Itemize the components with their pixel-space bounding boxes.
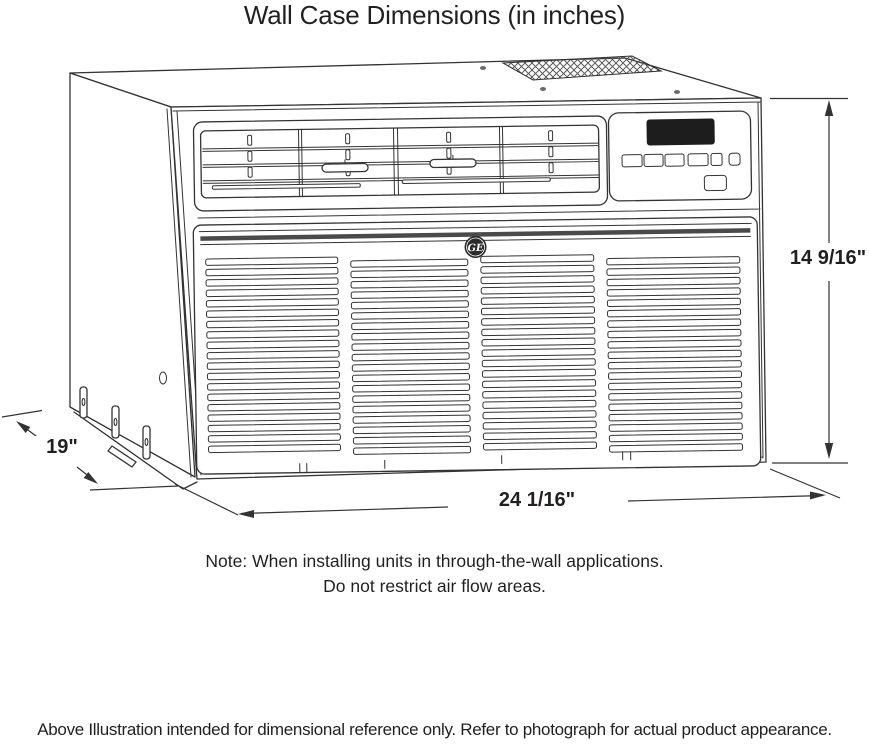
ge-logo-icon: GE — [464, 236, 487, 259]
control-panel — [607, 110, 753, 202]
side-panel — [69, 72, 196, 478]
height-dimension-label: 14 9/16" — [782, 247, 869, 270]
control-buttons — [621, 152, 741, 192]
installation-note: Note: When installing units in through-t… — [0, 549, 869, 598]
dimension-annotations — [1, 97, 848, 518]
louver-tabs — [247, 130, 554, 178]
louver-handles — [211, 154, 551, 190]
top-vent-grille — [501, 55, 663, 81]
grille-slats — [205, 254, 744, 455]
discharge-louver — [192, 115, 609, 212]
ac-unit-drawing: GE — [69, 55, 767, 490]
depth-dimension-label: 19" — [30, 436, 94, 459]
screw-icons — [480, 66, 680, 94]
width-dimension-line — [240, 494, 824, 515]
width-dimension-label: 24 1/16" — [457, 489, 617, 512]
footer-disclaimer: Above Illustration intended for dimensio… — [37, 720, 832, 739]
front-grille: GE — [192, 216, 762, 475]
svg-text:GE: GE — [467, 243, 484, 254]
display — [646, 118, 715, 146]
note-line-2: Do not restrict air flow areas. — [323, 575, 546, 596]
page-title: Wall Case Dimensions (in inches) — [243, 0, 626, 30]
mounting-rail — [73, 386, 198, 490]
note-line-1: Note: When installing units in through-t… — [205, 551, 664, 571]
